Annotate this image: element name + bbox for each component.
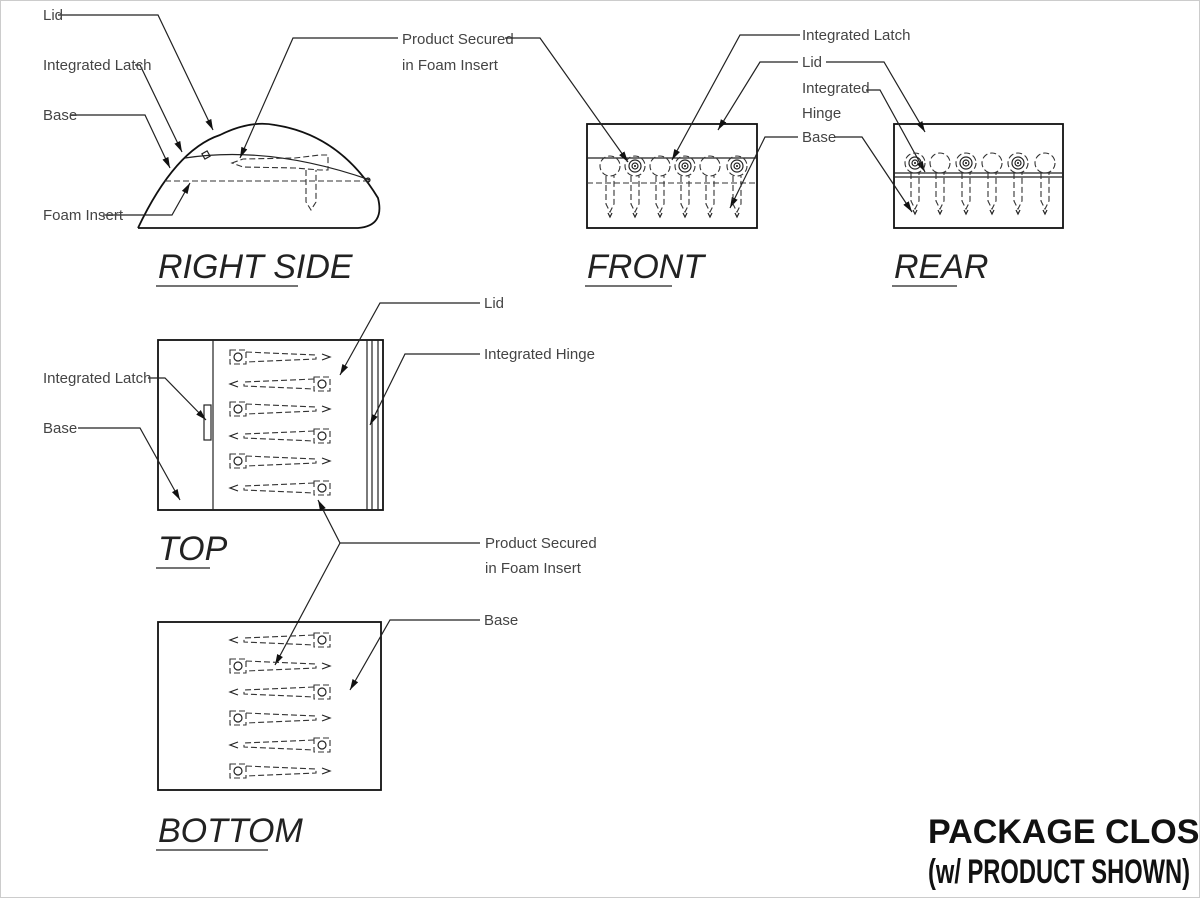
product-plan <box>229 763 332 779</box>
base-outline <box>137 122 381 229</box>
label-integrated-hinge-top: Integrated Hinge <box>484 346 595 363</box>
view-title-bottom: BOTTOM <box>158 812 303 850</box>
label-integrated-hinge-1: Integrated <box>802 80 870 97</box>
product-plan <box>229 401 332 417</box>
lid-parting-line <box>184 153 371 181</box>
label-base: Base <box>43 107 77 124</box>
label-lid-top: Lid <box>484 295 504 312</box>
product-elevation <box>649 155 671 219</box>
product-elevation <box>726 155 748 219</box>
product-elevation <box>981 152 1003 216</box>
label-lid: Lid <box>43 7 63 24</box>
product-stem <box>305 170 317 212</box>
product-elevation <box>1007 152 1029 216</box>
label-in-foam-insert: in Foam Insert <box>402 57 499 74</box>
top-view <box>78 302 480 666</box>
product-plan <box>228 428 331 444</box>
view-title-rear: REAR <box>894 248 988 286</box>
product-plan <box>229 349 332 365</box>
label-integrated-latch-front: Integrated Latch <box>802 27 910 44</box>
product-elevation <box>624 155 646 219</box>
view-title-front: FRONT <box>587 248 706 286</box>
product-elevation <box>929 152 951 216</box>
label-lid-front: Lid <box>802 54 822 71</box>
rear-view <box>826 61 1064 229</box>
product-plan <box>229 710 332 726</box>
label-integrated-latch: Integrated Latch <box>43 57 151 74</box>
label-product-secured-top: Product Secured <box>485 535 597 552</box>
label-foam-insert: Foam Insert <box>43 207 124 224</box>
label-base-top: Base <box>43 420 77 437</box>
label-in-foam-insert-top: in Foam Insert <box>485 560 582 577</box>
product-plan <box>228 737 331 753</box>
label-base-bottom: Base <box>484 612 518 629</box>
sheet-title-line-1: PACKAGE CLOSED <box>928 813 1200 851</box>
latch-shape <box>201 150 211 160</box>
view-title-top: TOP <box>158 530 228 568</box>
bottom-view <box>157 619 480 791</box>
product-plan <box>229 453 332 469</box>
label-integrated-latch-top: Integrated Latch <box>43 370 151 387</box>
product-plan <box>228 684 331 700</box>
label-base-front: Base <box>802 129 836 146</box>
product-plan <box>228 376 331 392</box>
product-elevation <box>699 155 721 219</box>
right-side-view <box>58 14 398 229</box>
product-plan <box>229 658 332 674</box>
product-elevation <box>904 152 926 216</box>
product-shape <box>230 154 329 171</box>
product-elevation <box>674 155 696 219</box>
product-plan <box>228 480 331 496</box>
product-elevation <box>955 152 977 216</box>
latch-shape <box>203 404 212 441</box>
view-title-right-side: RIGHT SIDE <box>158 248 353 286</box>
label-integrated-hinge-2: Hinge <box>802 105 841 122</box>
front-view <box>505 34 800 229</box>
product-elevation <box>1034 152 1056 216</box>
label-product-secured: Product Secured <box>402 31 514 48</box>
sheet-title-line-2: (w/ PRODUCT SHOWN) <box>928 853 1190 891</box>
product-elevation <box>599 155 621 219</box>
product-plan <box>228 632 331 648</box>
